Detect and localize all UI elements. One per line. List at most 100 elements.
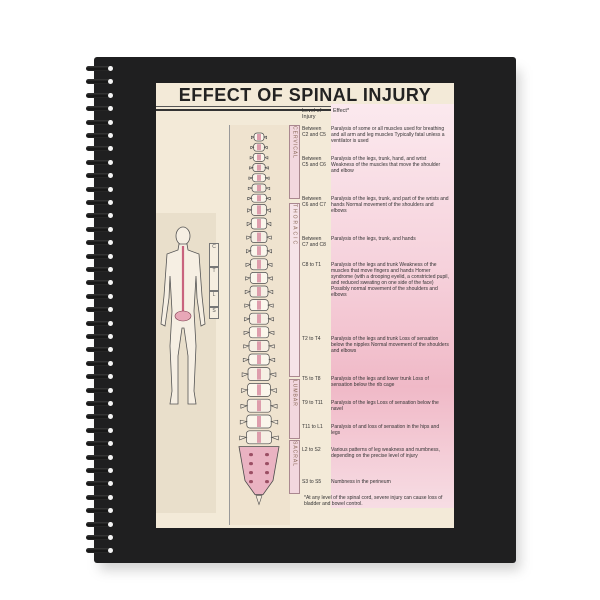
binding-hole [108,508,113,514]
binding-coil [86,374,114,380]
binding-coil [86,320,114,326]
binding-hole [108,119,113,125]
vertebra [244,285,274,298]
vertebra [245,272,273,284]
sacral-foramen [265,453,269,457]
binding-hole [108,79,113,85]
binding-hole [108,521,113,527]
binding-coil [86,427,114,433]
binding-coil [86,159,114,165]
binding-coil [86,267,114,272]
sacral-foramen [249,471,253,475]
header-level: Level of Injury [302,108,322,120]
sacrum [238,446,280,495]
binding-hole [108,186,113,192]
binding-coil [86,106,114,112]
binding-hole [108,334,113,339]
body-tab-l: L [209,291,219,307]
binding-coil [86,213,114,219]
binding-coil [86,401,114,406]
header-effect: Effect* [333,108,350,114]
sacral-foramen [265,471,269,475]
region-thoracic: THORACIC [289,203,300,377]
vertebra [239,414,279,429]
binding-coil [86,173,114,179]
binding-coil [86,226,114,232]
binding-coil [86,119,114,125]
vertebra [243,340,275,352]
binding-coil [86,200,114,205]
binding-coil [86,133,114,138]
binding-coil [86,414,114,420]
binding-hole [108,106,113,112]
binding-hole [108,387,113,393]
poster: EFFECT OF SPINAL INJURY C T L S CERVICAL… [156,83,454,528]
binding-coil [86,347,114,353]
vertebra [243,326,275,339]
vertebra [241,367,277,381]
binding-coil [86,468,114,473]
binding-hole [108,535,113,540]
sacral-foramen [249,453,253,457]
footnote: *At any level of the spinal cord, severe… [304,495,443,507]
vertebra [240,398,278,413]
binding-coil [86,508,114,514]
binding-hole [108,146,113,152]
binding-hole [108,414,113,420]
binding-hole [108,548,113,554]
body-tab-c: C [209,243,219,267]
coccyx [255,495,263,506]
binding-coil [86,494,114,500]
vertebra [250,142,268,152]
binding-hole [108,401,113,406]
binding-hole [108,454,113,460]
vertebra [247,183,271,193]
human-body-figure [160,226,206,405]
binding-coil [86,481,114,487]
vertebral-column [238,132,280,506]
binding-hole [108,226,113,232]
region-cervical: CERVICAL [289,125,300,199]
binding-hole [108,280,113,286]
vertebra [241,383,277,397]
region-sacral: SACRAL [289,440,300,494]
binding-hole [108,441,113,447]
vertebra [244,312,274,325]
effect-column-shade [331,104,454,508]
binding-hole [108,267,113,272]
binding-coil [86,79,114,85]
binding-hole [108,494,113,500]
binding-hole [108,240,113,246]
binding-hole [108,481,113,487]
vertebra [246,231,272,243]
binding-coil [86,360,114,366]
body-tab-t: T [209,267,219,291]
binding-coil [86,441,114,447]
vertebra [248,173,270,183]
title-rule-bottom [156,109,454,111]
binding-hole [108,133,113,138]
binding-hole [108,360,113,366]
vertebra [245,244,273,257]
binding-coil [86,253,114,259]
sacral-foramen [265,462,269,466]
binding-coil [86,521,114,527]
vertebra [249,153,269,162]
sacral-foramen [265,480,269,484]
vertebra [242,353,276,366]
poster-title: EFFECT OF SPINAL INJURY [178,85,432,105]
binding-coil [86,66,114,71]
binding-hole [108,66,113,71]
vertebra [246,217,272,230]
binding-coil [86,146,114,152]
binding-hole [108,200,113,205]
vertebra [244,299,274,311]
binding-hole [108,374,113,380]
binding-hole [108,307,113,313]
region-lumbar: LUMBAR [289,379,300,439]
binding-coil [86,535,114,540]
vertebra [249,163,269,172]
binding-hole [108,173,113,179]
sacral-foramen [249,462,253,466]
vertebra [245,258,273,271]
